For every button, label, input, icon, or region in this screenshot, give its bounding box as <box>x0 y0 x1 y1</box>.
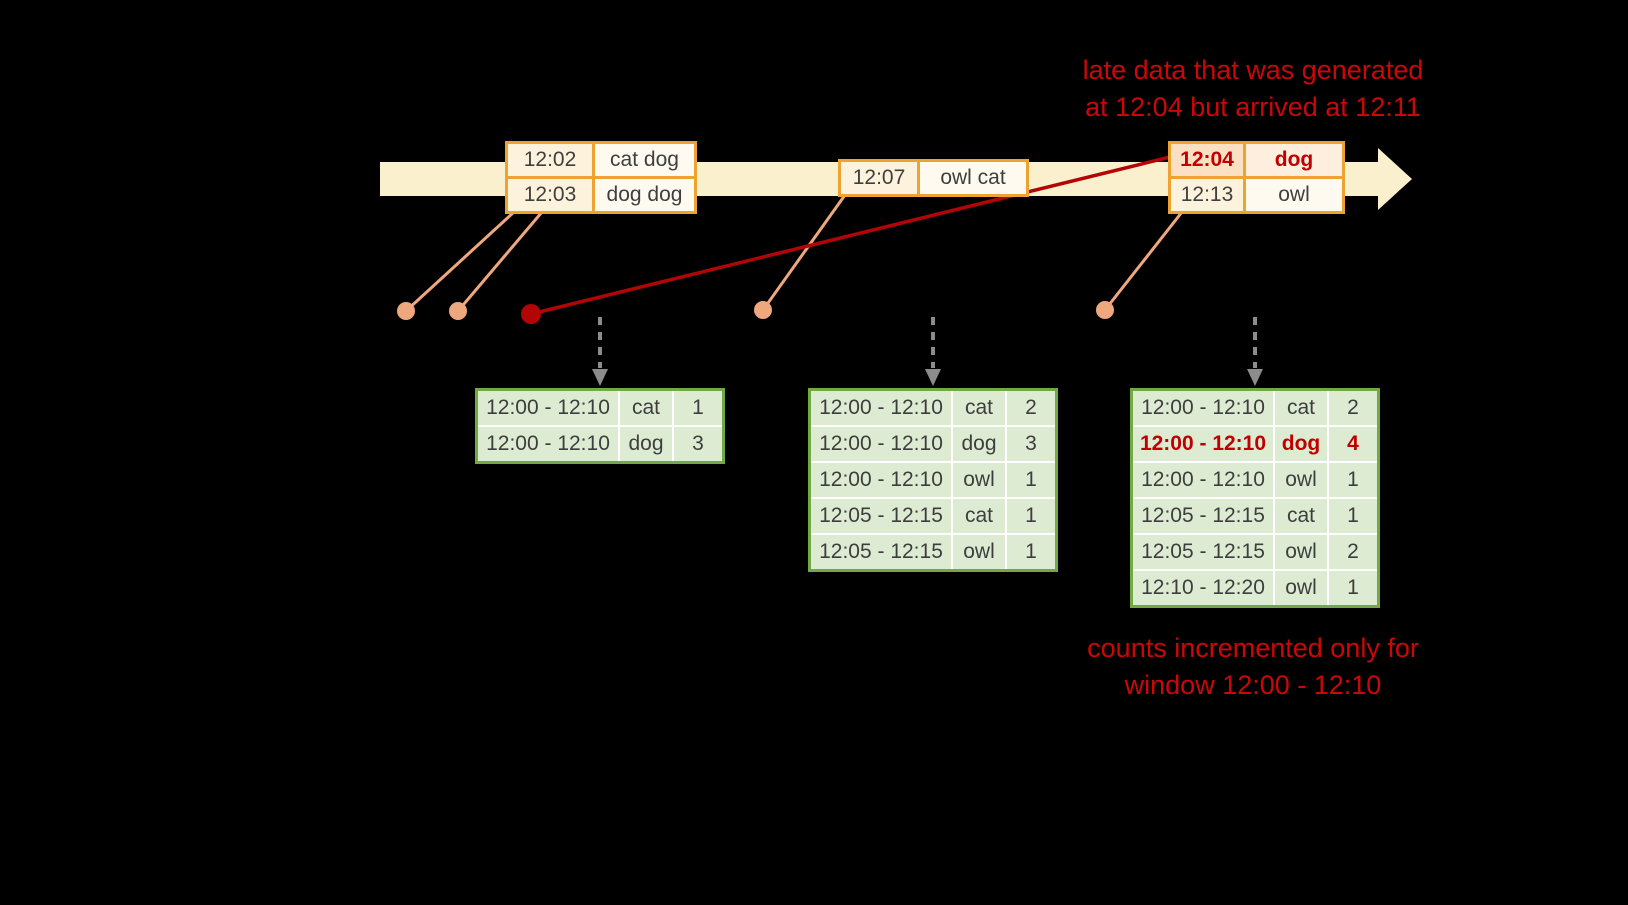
event-table-3: 12:04 dog 12:13 owl <box>1168 141 1345 214</box>
result-window-cell: 12:05 - 12:15 <box>1133 535 1273 569</box>
result-count-cell: 2 <box>1329 391 1377 425</box>
result-count-cell: 1 <box>1007 535 1055 569</box>
result-word-cell: owl <box>1275 463 1327 497</box>
result-count-cell: 1 <box>674 391 722 425</box>
event-time-cell: 12:03 <box>508 179 592 211</box>
result-window-cell: 12:00 - 12:10 <box>811 391 951 425</box>
event-time-cell: 12:07 <box>841 162 917 194</box>
connector-line-1207 <box>761 194 847 311</box>
result-count-cell: 3 <box>1007 427 1055 461</box>
result-table-2: 12:00 - 12:10 cat 2 12:00 - 12:10 dog 3 … <box>808 388 1058 572</box>
result-word-cell: owl <box>1275 535 1327 569</box>
result-word-cell: owl <box>1275 571 1327 605</box>
event-time-cell: 12:13 <box>1171 179 1243 211</box>
result-count-cell: 2 <box>1329 535 1377 569</box>
result-count-cell: 3 <box>674 427 722 461</box>
result-table-3: 12:00 - 12:10 cat 2 12:00 - 12:10 dog 4 … <box>1130 388 1380 608</box>
event-words-cell: dog dog <box>595 179 694 211</box>
connector-line-1202 <box>404 210 516 313</box>
trigger-arrow-2-head <box>925 369 941 386</box>
result-count-cell: 1 <box>1329 571 1377 605</box>
counts-annotation-line1: counts incremented only for <box>1087 633 1419 663</box>
result-window-cell: 12:00 - 12:10 <box>478 391 618 425</box>
late-data-annotation-line1: late data that was generated <box>1082 55 1424 85</box>
result-word-cell: owl <box>953 535 1005 569</box>
trigger-arrow-3-head <box>1247 369 1263 386</box>
result-word-cell: cat <box>953 391 1005 425</box>
result-window-cell: 12:05 - 12:15 <box>1133 499 1273 533</box>
late-event-dot <box>521 304 541 324</box>
event-table-1: 12:02 cat dog 12:03 dog dog <box>505 141 697 214</box>
late-event-words-cell: dog <box>1246 144 1342 176</box>
updated-result-count-cell: 4 <box>1329 427 1377 461</box>
result-word-cell: cat <box>1275 391 1327 425</box>
result-word-cell: owl <box>953 463 1005 497</box>
event-dot-1207 <box>754 301 772 319</box>
event-dot-1202 <box>397 302 415 320</box>
result-window-cell: 12:05 - 12:15 <box>811 499 951 533</box>
result-word-cell: cat <box>620 391 672 425</box>
event-dot-1203 <box>449 302 467 320</box>
result-count-cell: 1 <box>1007 499 1055 533</box>
result-window-cell: 12:10 - 12:20 <box>1133 571 1273 605</box>
event-dot-1213 <box>1096 301 1114 319</box>
result-window-cell: 12:05 - 12:15 <box>811 535 951 569</box>
counts-annotation-line2: window 12:00 - 12:10 <box>1124 670 1382 700</box>
result-window-cell: 12:00 - 12:10 <box>811 463 951 497</box>
counts-annotation: counts incremented only for window 12:00… <box>1028 630 1478 704</box>
connector-line-1213 <box>1103 211 1184 311</box>
late-data-annotation-line2: at 12:04 but arrived at 12:11 <box>1085 92 1421 122</box>
result-word-cell: dog <box>953 427 1005 461</box>
updated-result-word-cell: dog <box>1275 427 1327 461</box>
result-window-cell: 12:00 - 12:10 <box>1133 391 1273 425</box>
result-window-cell: 12:00 - 12:10 <box>1133 463 1273 497</box>
trigger-arrow-1-head <box>592 369 608 386</box>
late-event-time-cell: 12:04 <box>1171 144 1243 176</box>
result-word-cell: dog <box>620 427 672 461</box>
result-word-cell: cat <box>953 499 1005 533</box>
late-data-line <box>530 155 1171 316</box>
connector-line-1203 <box>456 211 544 312</box>
result-window-cell: 12:00 - 12:10 <box>811 427 951 461</box>
result-table-1: 12:00 - 12:10 cat 1 12:00 - 12:10 dog 3 <box>475 388 725 464</box>
result-count-cell: 1 <box>1329 499 1377 533</box>
event-table-2: 12:07 owl cat <box>838 159 1029 197</box>
late-data-annotation: late data that was generated at 12:04 bu… <box>1028 52 1478 126</box>
result-window-cell: 12:00 - 12:10 <box>478 427 618 461</box>
event-time-cell: 12:02 <box>508 144 592 176</box>
event-words-cell: owl cat <box>920 162 1026 194</box>
result-count-cell: 1 <box>1329 463 1377 497</box>
updated-result-window-cell: 12:00 - 12:10 <box>1133 427 1273 461</box>
event-words-cell: cat dog <box>595 144 694 176</box>
result-count-cell: 1 <box>1007 463 1055 497</box>
result-word-cell: cat <box>1275 499 1327 533</box>
result-count-cell: 2 <box>1007 391 1055 425</box>
event-words-cell: owl <box>1246 179 1342 211</box>
